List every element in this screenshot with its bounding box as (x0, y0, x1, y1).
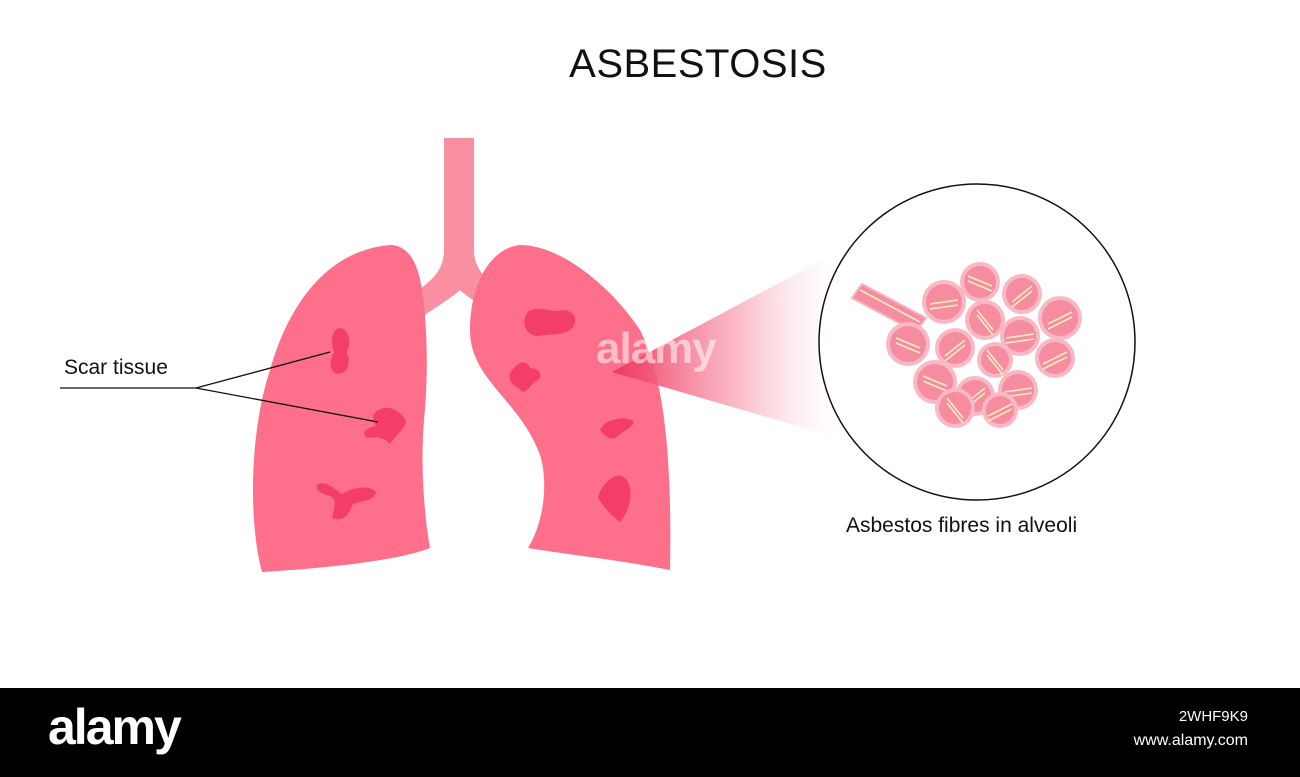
footer-logo: alamy (48, 699, 182, 755)
asbestos-fibre (986, 354, 1004, 376)
asbestos-fibre (922, 375, 948, 387)
scar-tissue-left-lung (509, 308, 634, 522)
magnification-beam (612, 258, 846, 440)
scar-tissue-label: Scar tissue (64, 356, 168, 379)
asbestos-fibre (986, 349, 1004, 371)
asbestos-fibre (1011, 285, 1033, 303)
asbestos-fibre (946, 402, 964, 424)
bronchiole (850, 282, 928, 334)
zoom-circle (818, 183, 1136, 501)
lung-left (470, 245, 671, 570)
scar-tissue-leader-lines (60, 351, 379, 423)
illustration: ASBESTOSIS Scar tissue Asbestos fibres i… (60, 42, 1136, 572)
asbestos-fibre (1005, 338, 1035, 344)
alveoli-label: Asbestos fibres in alveoli (846, 514, 1078, 537)
asbestos-fibre (929, 299, 959, 305)
diagram-title: ASBESTOSIS (569, 42, 827, 86)
watermark-text: alamy (596, 324, 717, 373)
asbestos-fibre (1011, 290, 1033, 308)
footer-bar: alamy 2WHF9K9 www.alamy.com (0, 688, 1300, 777)
asbestos-fibre (1005, 333, 1035, 339)
asbestos-fibre (895, 337, 921, 349)
asbestos-fibre (967, 280, 993, 292)
asbestos-fibre (976, 309, 994, 331)
asbestos-fibre (987, 403, 1013, 417)
asbestos-fibre (1003, 387, 1033, 393)
asbestos-fibre (987, 408, 1013, 422)
asbestos-fibre (922, 380, 948, 392)
alveoli-cluster (886, 262, 1082, 428)
asbestos-fibre (976, 314, 994, 336)
asbestos-fibre (1047, 316, 1073, 330)
image-id: 2WHF9K9 (1178, 708, 1248, 725)
asbestos-fibre (944, 339, 966, 357)
site-url: www.alamy.com (1133, 732, 1248, 749)
asbestos-fibre (929, 304, 959, 310)
asbestos-fibre (1042, 356, 1068, 370)
asbestos-fibre (895, 342, 921, 354)
asbestos-fibre (1042, 351, 1068, 365)
asbestos-fibre (946, 397, 964, 419)
alveolus-inner (890, 326, 926, 362)
scar-tissue-right-lung (316, 328, 406, 520)
lung-right (252, 245, 430, 572)
alveolus-inner (917, 364, 953, 400)
asbestos-fibre (1047, 311, 1073, 325)
asbestosis-diagram (60, 138, 1136, 572)
asbestos-fibre (944, 344, 966, 362)
asbestos-fibre (967, 275, 993, 287)
